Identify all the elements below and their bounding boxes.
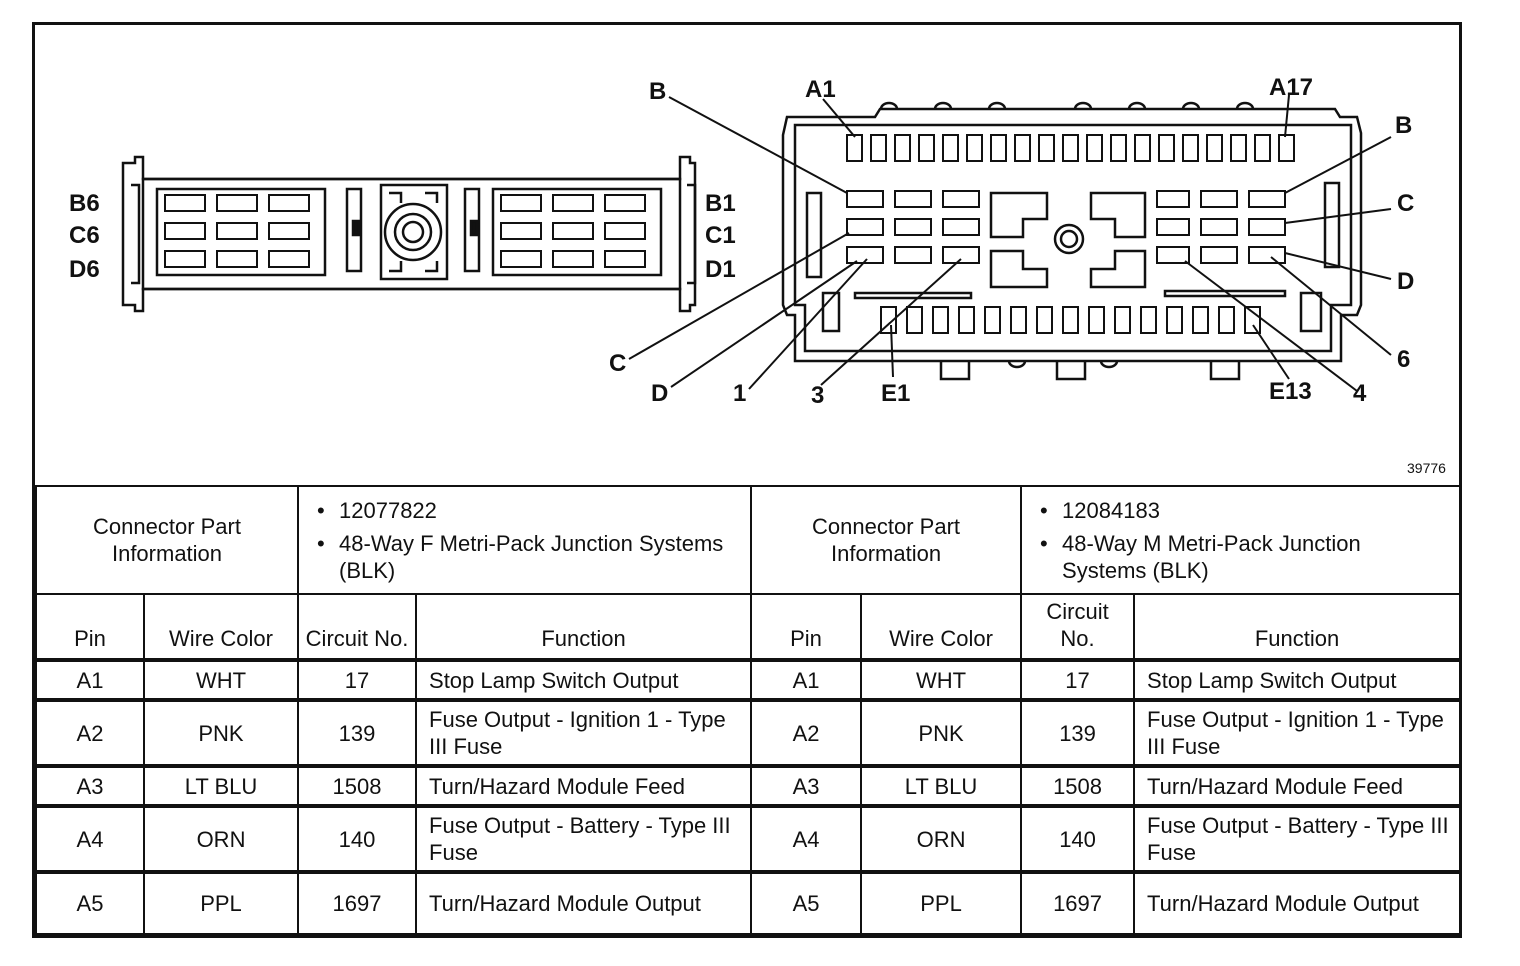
function-cell: Turn/Hazard Module Feed (415, 765, 753, 808)
callout-a1: A1 (805, 76, 836, 103)
header-circuit-right: Circuit No. (1020, 593, 1136, 662)
wire-color-cell: PPL (142, 871, 300, 935)
function-cell: Fuse Output - Battery - Type III Fuse (415, 805, 753, 874)
label-d1: D1 (705, 256, 736, 283)
label-c1: C1 (705, 222, 736, 249)
female-row-labels: B6 C6 D6 B1 C1 D1 (69, 190, 736, 283)
wire-color-cell: LT BLU (860, 765, 1023, 808)
pin-cell: A3 (35, 765, 145, 808)
circuit-cell: 1697 (297, 871, 418, 935)
connector-figure: B6 C6 D6 B1 C1 D1 (32, 22, 1462, 938)
header-pin-right: Pin (750, 593, 863, 662)
wire-color-cell: ORN (860, 805, 1023, 874)
function-cell: Stop Lamp Switch Output (415, 659, 753, 702)
function-cell: Fuse Output - Battery - Type III Fuse (1133, 805, 1462, 874)
wire-color-cell: WHT (860, 659, 1023, 702)
circuit-cell: 139 (1020, 699, 1136, 768)
callout-1: 1 (733, 380, 746, 407)
male-connector-face (781, 101, 1363, 381)
table-row: A3 LT BLU 1508 Turn/Hazard Module Feed A… (35, 765, 1462, 808)
figure-number: 39776 (1407, 460, 1446, 476)
circuit-cell: 1697 (1020, 871, 1136, 935)
circuit-cell: 1508 (1020, 765, 1136, 808)
pin-cell: A2 (750, 699, 863, 768)
callout-b-right: B (1395, 112, 1412, 139)
callout-b-top: B (649, 78, 666, 105)
header-wire-color-right: Wire Color (860, 593, 1023, 662)
callout-4: 4 (1353, 380, 1367, 407)
header-function-right: Function (1133, 593, 1462, 662)
callout-d-right: D (1397, 268, 1414, 295)
pin-cell: A1 (750, 659, 863, 702)
callout-a17: A17 (1269, 74, 1313, 101)
callout-3: 3 (811, 382, 824, 409)
circuit-cell: 139 (297, 699, 418, 768)
circuit-cell: 17 (1020, 659, 1136, 702)
wire-color-cell: PPL (860, 871, 1023, 935)
function-cell: Turn/Hazard Module Output (415, 871, 753, 935)
label-b6: B6 (69, 190, 100, 217)
part-info-label-right: Connector Part Information (750, 485, 1023, 595)
pin-cell: A3 (750, 765, 863, 808)
wire-color-cell: PNK (142, 699, 300, 768)
circuit-cell: 17 (297, 659, 418, 702)
label-d6: D6 (69, 256, 100, 283)
label-c6: C6 (69, 222, 100, 249)
part-info-row: Connector Part Information 12077822 48-W… (34, 485, 1462, 595)
part-description-right: 48-Way M Metri-Pack Junction Systems (BL… (1040, 530, 1449, 584)
callout-e13: E13 (1269, 378, 1312, 405)
callout-d-bottom: D (651, 380, 668, 407)
column-header-row: Pin Wire Color Circuit No. Function Pin … (35, 593, 1462, 662)
part-number-right: 12084183 (1040, 497, 1449, 524)
callout-c-left: C (609, 350, 626, 377)
header-function-left: Function (415, 593, 753, 662)
function-cell: Fuse Output - Ignition 1 - Type III Fuse (415, 699, 753, 768)
table-row: A2 PNK 139 Fuse Output - Ignition 1 - Ty… (35, 699, 1462, 768)
part-number-left: 12077822 (317, 497, 740, 524)
part-info-label-left: Connector Part Information (34, 485, 300, 595)
pin-cell: A2 (35, 699, 145, 768)
circuit-cell: 1508 (297, 765, 418, 808)
callout-labels: B A1 A17 B C D 6 4 E13 E1 3 1 D C (609, 74, 1414, 409)
pin-cell: A4 (35, 805, 145, 874)
table-row: A5 PPL 1697 Turn/Hazard Module Output A5… (35, 871, 1462, 935)
part-info-left: 12077822 48-Way F Metri-Pack Junction Sy… (297, 485, 753, 595)
function-cell: Fuse Output - Ignition 1 - Type III Fuse (1133, 699, 1462, 768)
function-cell: Turn/Hazard Module Output (1133, 871, 1462, 935)
wire-color-cell: ORN (142, 805, 300, 874)
callout-e1: E1 (881, 380, 910, 407)
function-cell: Stop Lamp Switch Output (1133, 659, 1462, 702)
wire-color-cell: WHT (142, 659, 300, 702)
part-info-right: 12084183 48-Way M Metri-Pack Junction Sy… (1020, 485, 1462, 595)
callout-c-right: C (1397, 190, 1414, 217)
pin-cell: A5 (35, 871, 145, 935)
function-cell: Turn/Hazard Module Feed (1133, 765, 1462, 808)
header-wire-color-left: Wire Color (142, 593, 300, 662)
part-description-left: 48-Way F Metri-Pack Junction Systems (BL… (317, 530, 740, 584)
table-row: A4 ORN 140 Fuse Output - Battery - Type … (35, 805, 1462, 874)
wire-color-cell: LT BLU (142, 765, 300, 808)
wire-color-cell: PNK (860, 699, 1023, 768)
pin-cell: A5 (750, 871, 863, 935)
pin-cell: A1 (35, 659, 145, 702)
callout-6: 6 (1397, 346, 1410, 373)
table-row: A1 WHT 17 Stop Lamp Switch Output A1 WHT… (35, 659, 1462, 702)
female-connector-face (121, 155, 697, 313)
pin-cell: A4 (750, 805, 863, 874)
circuit-cell: 140 (1020, 805, 1136, 874)
callout-leaders (628, 94, 1392, 392)
header-circuit-left: Circuit No. (297, 593, 418, 662)
connector-diagram: B6 C6 D6 B1 C1 D1 (69, 74, 1446, 476)
pinout-table: Connector Part Information 12077822 48-W… (34, 485, 1462, 935)
header-pin-left: Pin (35, 593, 145, 662)
circuit-cell: 140 (297, 805, 418, 874)
label-b1: B1 (705, 190, 736, 217)
